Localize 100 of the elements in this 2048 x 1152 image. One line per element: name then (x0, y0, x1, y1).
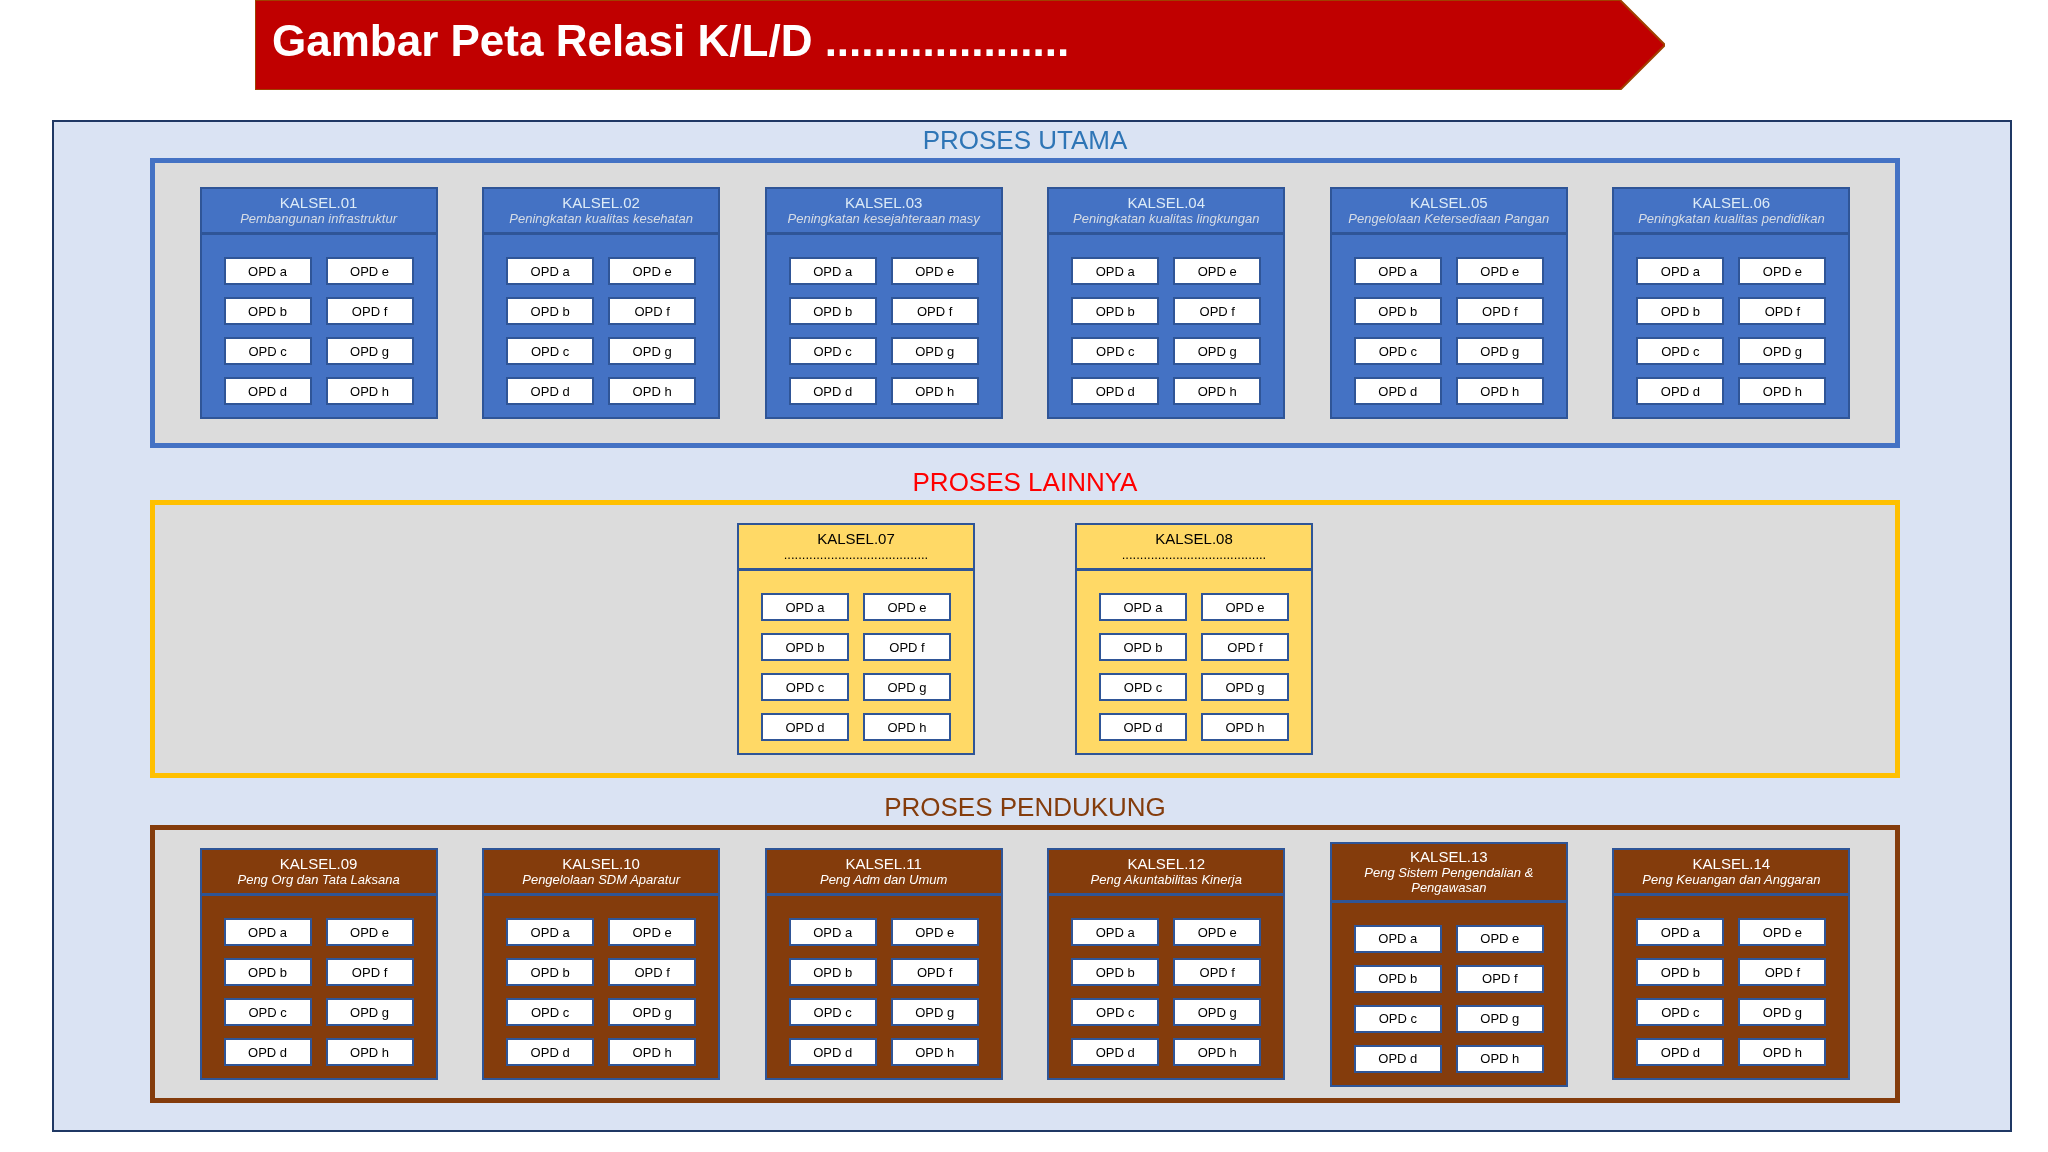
program-card (1075, 523, 1313, 755)
unit-box: OPD d (1636, 377, 1725, 405)
card-code: KALSEL.04 (1127, 194, 1206, 211)
unit-box: OPD e (608, 918, 697, 946)
unit-box: OPD g (1455, 1004, 1544, 1033)
unit-box: OPD f (890, 297, 979, 325)
card-subtitle: Peng Sistem Pengendalian & Pengawasan (1363, 864, 1535, 895)
unit-box: OPD a (1353, 924, 1442, 953)
unit-box: OPD a (1636, 257, 1725, 285)
unit-box: OPD e (1173, 918, 1262, 946)
unit-box: OPD c (1071, 998, 1160, 1026)
unit-box: OPD b (788, 958, 877, 986)
unit-box: OPD b (1636, 958, 1725, 986)
unit-box: OPD e (890, 918, 979, 946)
card-subtitle: ........................................ (1121, 547, 1267, 562)
unit-box: OPD a (223, 918, 312, 946)
unit-box: OPD h (1455, 377, 1544, 405)
card-subtitle: Peng Keuangan dan Anggaran (1642, 872, 1821, 887)
unit-box: OPD a (1099, 593, 1187, 621)
unit-box: OPD d (1099, 713, 1187, 741)
card-subtitle: Pengelolaan Ketersediaan Pangan (1348, 211, 1550, 226)
unit-box: OPD a (506, 257, 595, 285)
card-subtitle: Peningkatan kualitas lingkungan (1073, 211, 1260, 226)
unit-box: OPD g (890, 998, 979, 1026)
unit-box: OPD e (1201, 593, 1289, 621)
unit-box: OPD b (223, 958, 312, 986)
unit-box: OPD d (1636, 1038, 1725, 1066)
unit-box: OPD c (1353, 1004, 1442, 1033)
card-subtitle: Peningkatan kualitas pendidikan (1638, 211, 1825, 226)
unit-box: OPD c (761, 673, 849, 701)
unit-box: OPD f (325, 297, 414, 325)
card-subtitle: Pengelolaan SDM Aparatur (522, 872, 680, 887)
unit-box: OPD d (223, 1038, 312, 1066)
card-code: KALSEL.13 (1410, 847, 1488, 865)
unit-box: OPD g (890, 337, 979, 365)
unit-box: OPD f (325, 958, 414, 986)
band-title: PROSES LAINNYA (912, 467, 1138, 498)
card-code: KALSEL.01 (279, 194, 358, 211)
card-code: KALSEL.02 (562, 194, 640, 211)
unit-box: OPD g (1738, 337, 1827, 365)
band-title: PROSES PENDUKUNG (884, 792, 1166, 823)
card-code: KALSEL.14 (1692, 855, 1771, 872)
unit-box: OPD e (1455, 257, 1544, 285)
unit-box: OPD d (506, 1038, 595, 1066)
unit-box: OPD f (863, 633, 951, 661)
unit-box: OPD d (506, 377, 595, 405)
card-subtitle: Peningkatan kualitas kesehatan (509, 211, 693, 226)
card-subtitle: Pembangunan infrastruktur (240, 211, 397, 226)
card-subtitle: Peng Org dan Tata Laksana (237, 872, 400, 887)
program-card (1612, 848, 1851, 1080)
unit-box: OPD g (325, 337, 414, 365)
unit-box: OPD f (608, 958, 697, 986)
unit-box: OPD d (1071, 1038, 1160, 1066)
unit-box: OPD d (1071, 377, 1160, 405)
unit-box: OPD a (1636, 918, 1725, 946)
card-code: KALSEL.10 (562, 855, 640, 872)
unit-box: OPD g (608, 337, 697, 365)
unit-box: OPD c (506, 337, 595, 365)
unit-box: OPD e (608, 257, 697, 285)
unit-box: OPD e (890, 257, 979, 285)
unit-box: OPD e (1455, 924, 1544, 953)
unit-box: OPD b (506, 297, 595, 325)
program-card (199, 187, 438, 419)
program-card (482, 187, 721, 419)
unit-box: OPD h (1201, 713, 1289, 741)
unit-box: OPD d (788, 1038, 877, 1066)
unit-box: OPD e (1173, 257, 1262, 285)
unit-box: OPD b (1071, 958, 1160, 986)
program-card (1047, 187, 1286, 419)
program-card (1612, 187, 1851, 419)
unit-box: OPD c (1353, 337, 1442, 365)
unit-box: OPD c (1071, 337, 1160, 365)
unit-box: OPD f (1173, 958, 1262, 986)
card-code: KALSEL.05 (1410, 194, 1488, 211)
unit-box: OPD e (325, 257, 414, 285)
unit-box: OPD b (788, 297, 877, 325)
card-code: KALSEL.11 (845, 855, 922, 872)
card-code: KALSEL.06 (1692, 194, 1771, 211)
unit-box: OPD g (863, 673, 951, 701)
unit-box: OPD h (863, 713, 951, 741)
card-subtitle: ........................................ (783, 547, 929, 562)
unit-box: OPD c (1636, 337, 1725, 365)
unit-box: OPD d (223, 377, 312, 405)
unit-box: OPD b (1099, 633, 1187, 661)
unit-box: OPD b (1071, 297, 1160, 325)
unit-box: OPD a (223, 257, 312, 285)
program-card (764, 187, 1003, 419)
unit-box: OPD a (788, 257, 877, 285)
unit-box: OPD a (788, 918, 877, 946)
unit-box: OPD e (1738, 918, 1827, 946)
unit-box: OPD c (223, 337, 312, 365)
unit-box: OPD h (325, 1038, 414, 1066)
unit-box: OPD f (890, 958, 979, 986)
program-card (1047, 848, 1286, 1080)
unit-box: OPD c (223, 998, 312, 1026)
unit-box: OPD d (1353, 377, 1442, 405)
unit-box: OPD b (761, 633, 849, 661)
unit-box: OPD h (1455, 1044, 1544, 1073)
unit-box: OPD g (1201, 673, 1289, 701)
unit-box: OPD h (890, 1038, 979, 1066)
